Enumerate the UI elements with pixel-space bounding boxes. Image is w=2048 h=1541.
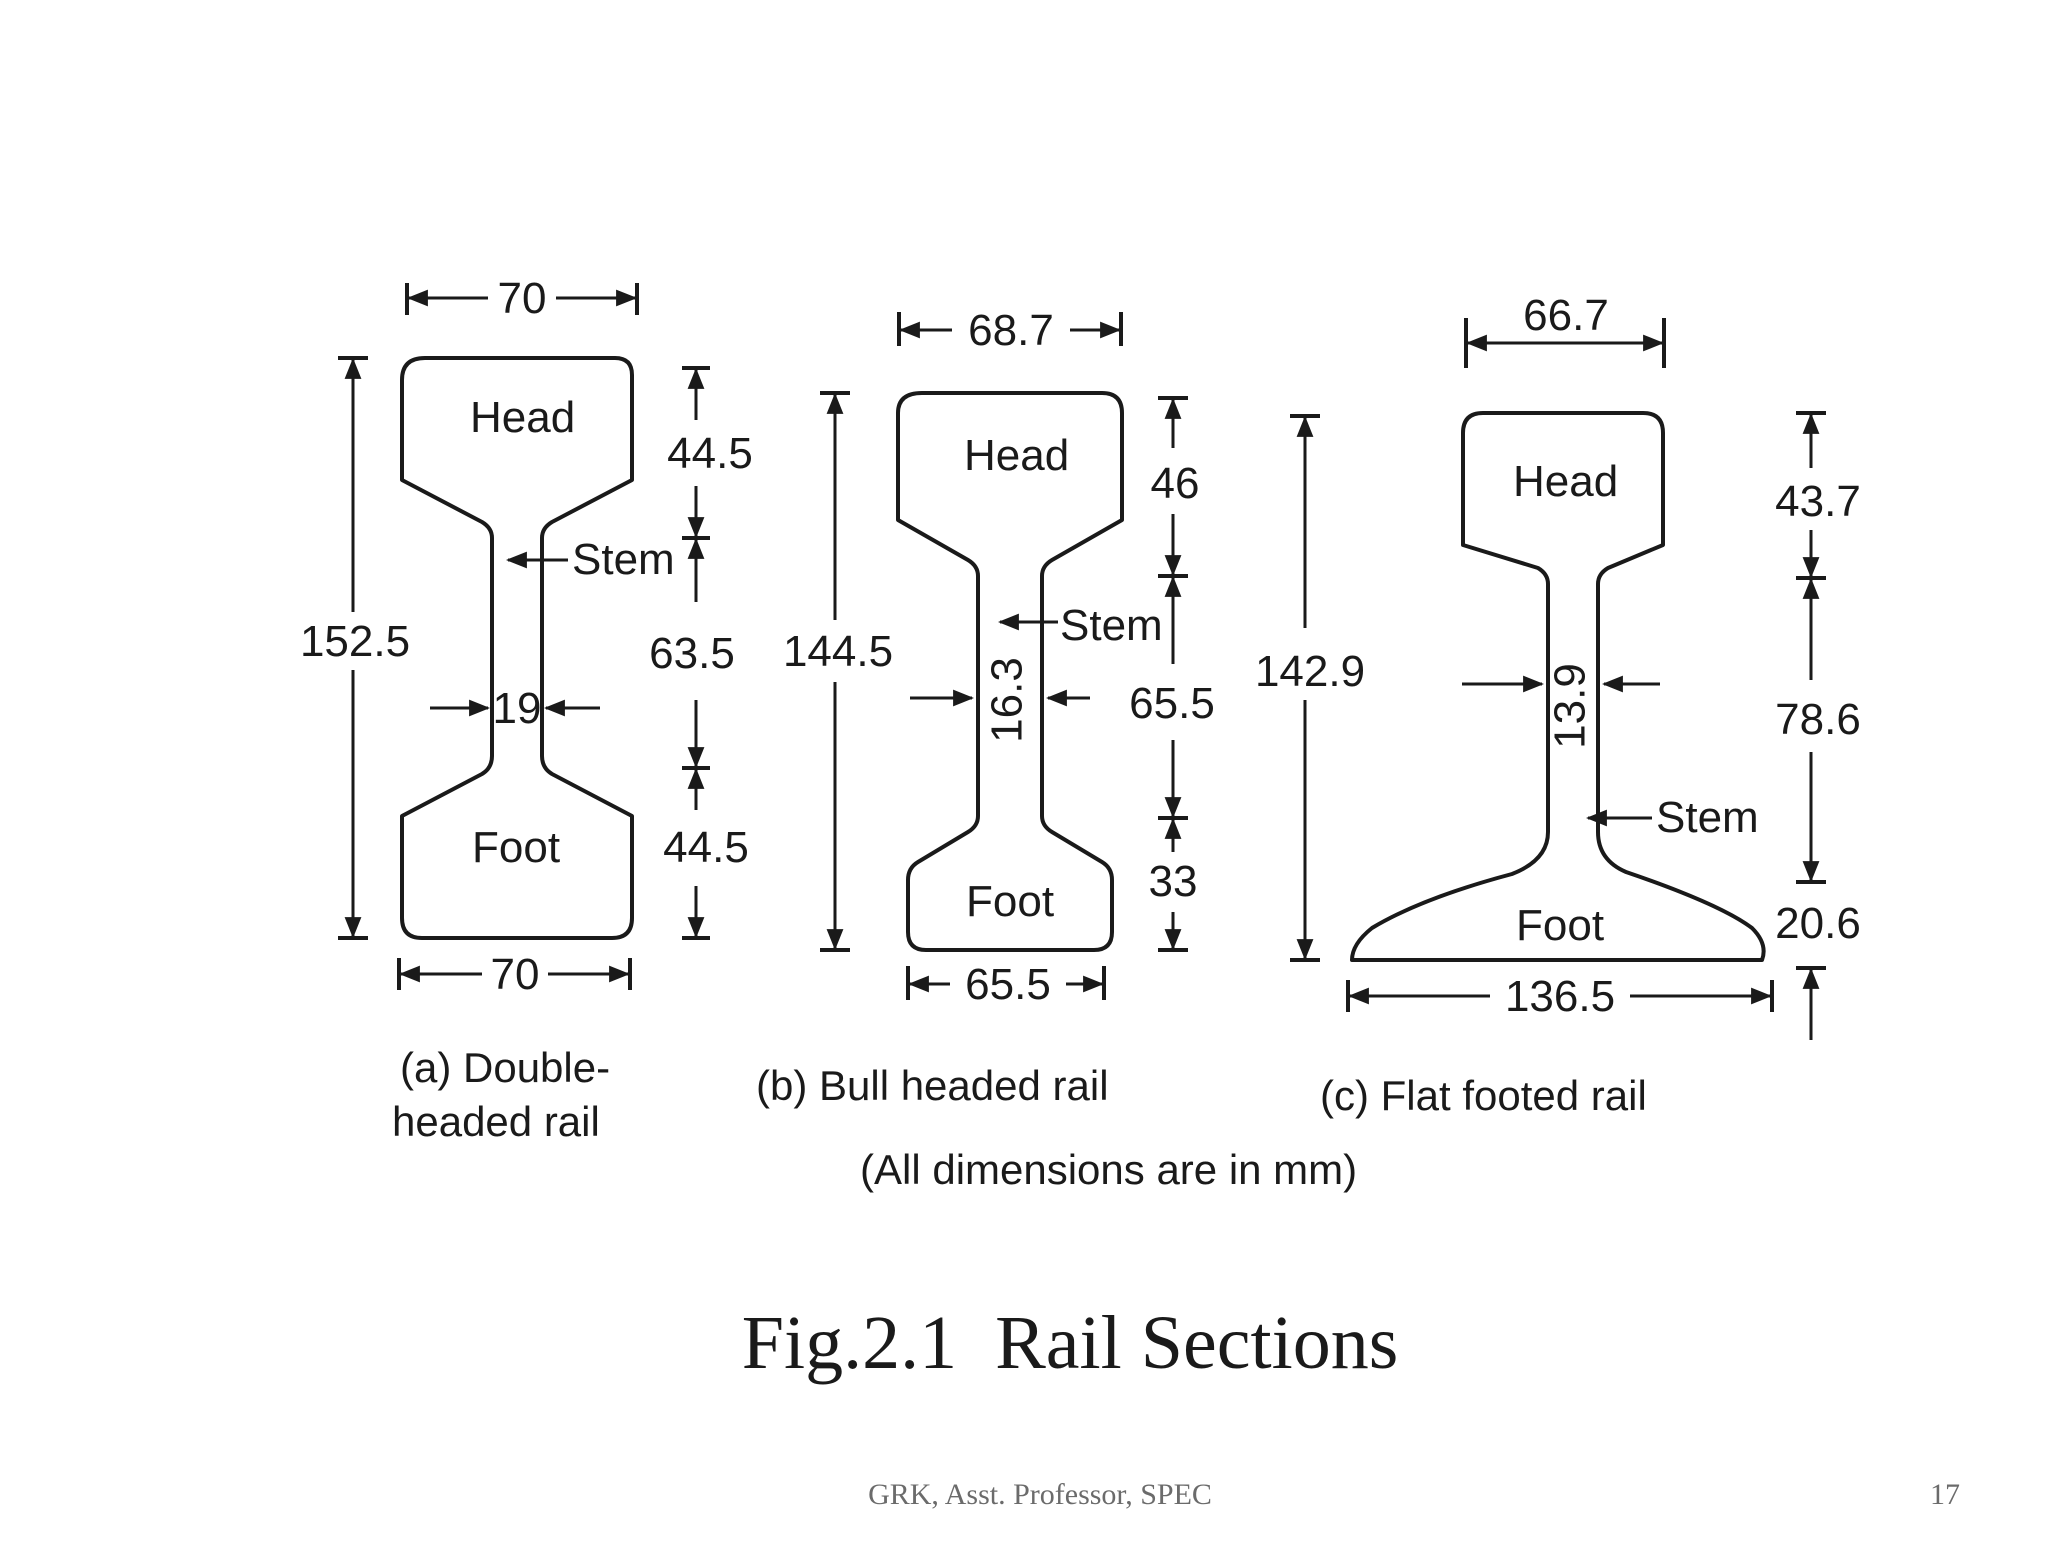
rail-b-caption: (b) Bull headed rail	[756, 1062, 1109, 1109]
rail-a-total-height: 152.5	[300, 617, 410, 666]
rail-b-bull-headed: Head Foot Stem 68.7 65.5 144.5 16.3 4	[756, 306, 1215, 1109]
rail-a-caption-line1: (a) Double-	[400, 1044, 610, 1091]
rail-b-stem-thickness: 16.3	[983, 657, 1032, 743]
rail-c-stem-label: Stem	[1656, 793, 1759, 842]
rail-a-stem-thickness: 19	[493, 684, 542, 733]
rail-c-stem-height: 78.6	[1775, 695, 1861, 744]
rail-c-flat-footed: Head Foot Stem 66.7 136.5 142.9 13.9 43.…	[1255, 291, 1861, 1119]
rail-a-stem-height: 63.5	[649, 629, 735, 678]
rail-b-top-width: 68.7	[968, 306, 1054, 355]
rail-b-outline	[896, 391, 1124, 952]
rail-b-head-label: Head	[964, 431, 1069, 480]
rail-a-double-headed: Head Foot Stem 70 70 152.5 19 44.5	[300, 274, 753, 1145]
rail-c-foot-label: Foot	[1516, 901, 1604, 950]
rail-a-foot-label: Foot	[472, 823, 560, 872]
rail-b-total-height: 144.5	[783, 627, 893, 676]
footer-author: GRK, Asst. Professor, SPEC	[868, 1478, 1212, 1511]
rail-a-head-label: Head	[470, 393, 575, 442]
rail-c-caption: (c) Flat footed rail	[1320, 1072, 1647, 1119]
rail-c-total-height: 142.9	[1255, 647, 1365, 696]
figure-title: Fig.2.1 Rail Sections	[742, 1301, 1399, 1385]
rail-c-outline	[1350, 411, 1766, 962]
rail-b-bottom-width: 65.5	[965, 960, 1051, 1009]
units-note: (All dimensions are in mm)	[860, 1146, 1357, 1193]
rail-b-stem-height: 65.5	[1129, 679, 1215, 728]
rail-b-foot-label: Foot	[966, 877, 1054, 926]
rail-a-outline	[400, 356, 634, 940]
rail-a-bottom-width: 70	[491, 950, 540, 999]
rail-a-head-height: 44.5	[667, 429, 753, 478]
rail-c-stem-thickness: 13.9	[1546, 663, 1595, 749]
page-number: 17	[1930, 1478, 1960, 1511]
rail-a-stem-label: Stem	[572, 535, 675, 584]
rail-a-caption-line2: headed rail	[392, 1098, 600, 1145]
rail-c-bottom-width: 136.5	[1505, 972, 1615, 1021]
rail-b-stem-label: Stem	[1060, 601, 1163, 650]
rail-c-foot-height: 20.6	[1775, 899, 1861, 948]
rail-c-head-label: Head	[1513, 457, 1618, 506]
rail-b-head-height: 46	[1151, 459, 1200, 508]
rail-c-head-height: 43.7	[1775, 477, 1861, 526]
rail-b-foot-height: 33	[1149, 857, 1198, 906]
rail-a-top-width: 70	[498, 274, 547, 323]
rail-c-top-width: 66.7	[1523, 291, 1609, 340]
rail-a-foot-height: 44.5	[663, 823, 749, 872]
